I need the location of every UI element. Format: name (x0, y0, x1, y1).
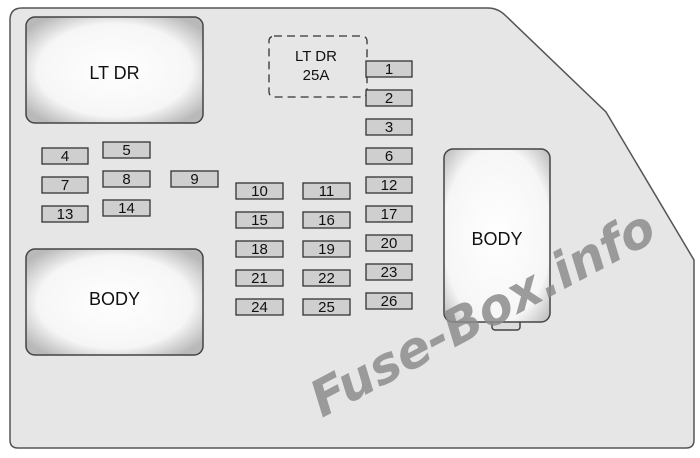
relay-body-left[interactable]: BODY (25, 248, 204, 356)
fuse-23[interactable]: 23 (365, 263, 413, 281)
fuse-4-label: 4 (61, 148, 69, 165)
fuse-13[interactable]: 13 (41, 205, 89, 223)
fuse-15-label: 15 (251, 212, 268, 229)
fuse-5[interactable]: 5 (102, 141, 151, 159)
fuse-19-label: 19 (318, 241, 335, 258)
relay-body-left-label: BODY (89, 289, 140, 309)
relay-lt-dr-label: LT DR (89, 63, 139, 83)
fuse-19[interactable]: 19 (302, 240, 351, 258)
fuse-6[interactable]: 6 (365, 147, 413, 165)
fuse-18-label: 18 (251, 241, 268, 258)
fuse-14-label: 14 (118, 200, 135, 217)
fuse-14[interactable]: 14 (102, 199, 151, 217)
relay-lt-dr[interactable]: LT DR (25, 16, 204, 124)
fuse-4[interactable]: 4 (41, 147, 89, 165)
relay-body-right[interactable]: BODY (443, 148, 551, 331)
fuse-9-label: 9 (190, 171, 198, 188)
fuse-22-label: 22 (318, 270, 335, 287)
fuse-8-label: 8 (122, 171, 130, 188)
fuse-16-label: 16 (318, 212, 335, 229)
fuse-24[interactable]: 24 (235, 298, 284, 316)
fuse-15[interactable]: 15 (235, 211, 284, 229)
fuse-20[interactable]: 20 (365, 234, 413, 252)
fuse-5-label: 5 (122, 142, 130, 159)
fuse-10-label: 10 (251, 183, 268, 200)
relay-body-right-label: BODY (471, 229, 522, 249)
spare-position-line1: LT DR (295, 48, 337, 65)
fuse-17-label: 17 (381, 206, 398, 223)
fuse-24-label: 24 (251, 299, 268, 316)
fuse-18[interactable]: 18 (235, 240, 284, 258)
fuse-2-label: 2 (385, 90, 393, 107)
fuse-25[interactable]: 25 (302, 298, 351, 316)
fuse-12-label: 12 (381, 177, 398, 194)
fuse-22[interactable]: 22 (302, 269, 351, 287)
fuse-7-label: 7 (61, 177, 69, 194)
fuse-10[interactable]: 10 (235, 182, 284, 200)
fuse-6-label: 6 (385, 148, 393, 165)
fuse-1-label: 1 (385, 61, 393, 78)
fuse-12[interactable]: 12 (365, 176, 413, 194)
fuse-21-label: 21 (251, 270, 268, 287)
fuse-3-label: 3 (385, 119, 393, 136)
fuse-7[interactable]: 7 (41, 176, 89, 194)
fuse-20-label: 20 (381, 235, 398, 252)
fuse-11-label: 11 (319, 183, 335, 200)
fuse-11[interactable]: 11 (302, 182, 351, 200)
spare-position-line2: 25A (303, 67, 330, 84)
fuse-8[interactable]: 8 (102, 170, 151, 188)
fuse-3[interactable]: 3 (365, 118, 413, 136)
fuse-16[interactable]: 16 (302, 211, 351, 229)
fuse-26[interactable]: 26 (365, 292, 413, 310)
fuse-26-label: 26 (381, 293, 398, 310)
fuse-2[interactable]: 2 (365, 89, 413, 107)
fuse-25-label: 25 (318, 299, 335, 316)
fuse-9[interactable]: 9 (170, 170, 219, 188)
fuse-17[interactable]: 17 (365, 205, 413, 223)
fuse-13-label: 13 (57, 206, 74, 223)
fuse-1[interactable]: 1 (365, 60, 413, 78)
fuse-23-label: 23 (381, 264, 398, 281)
fuse-21[interactable]: 21 (235, 269, 284, 287)
